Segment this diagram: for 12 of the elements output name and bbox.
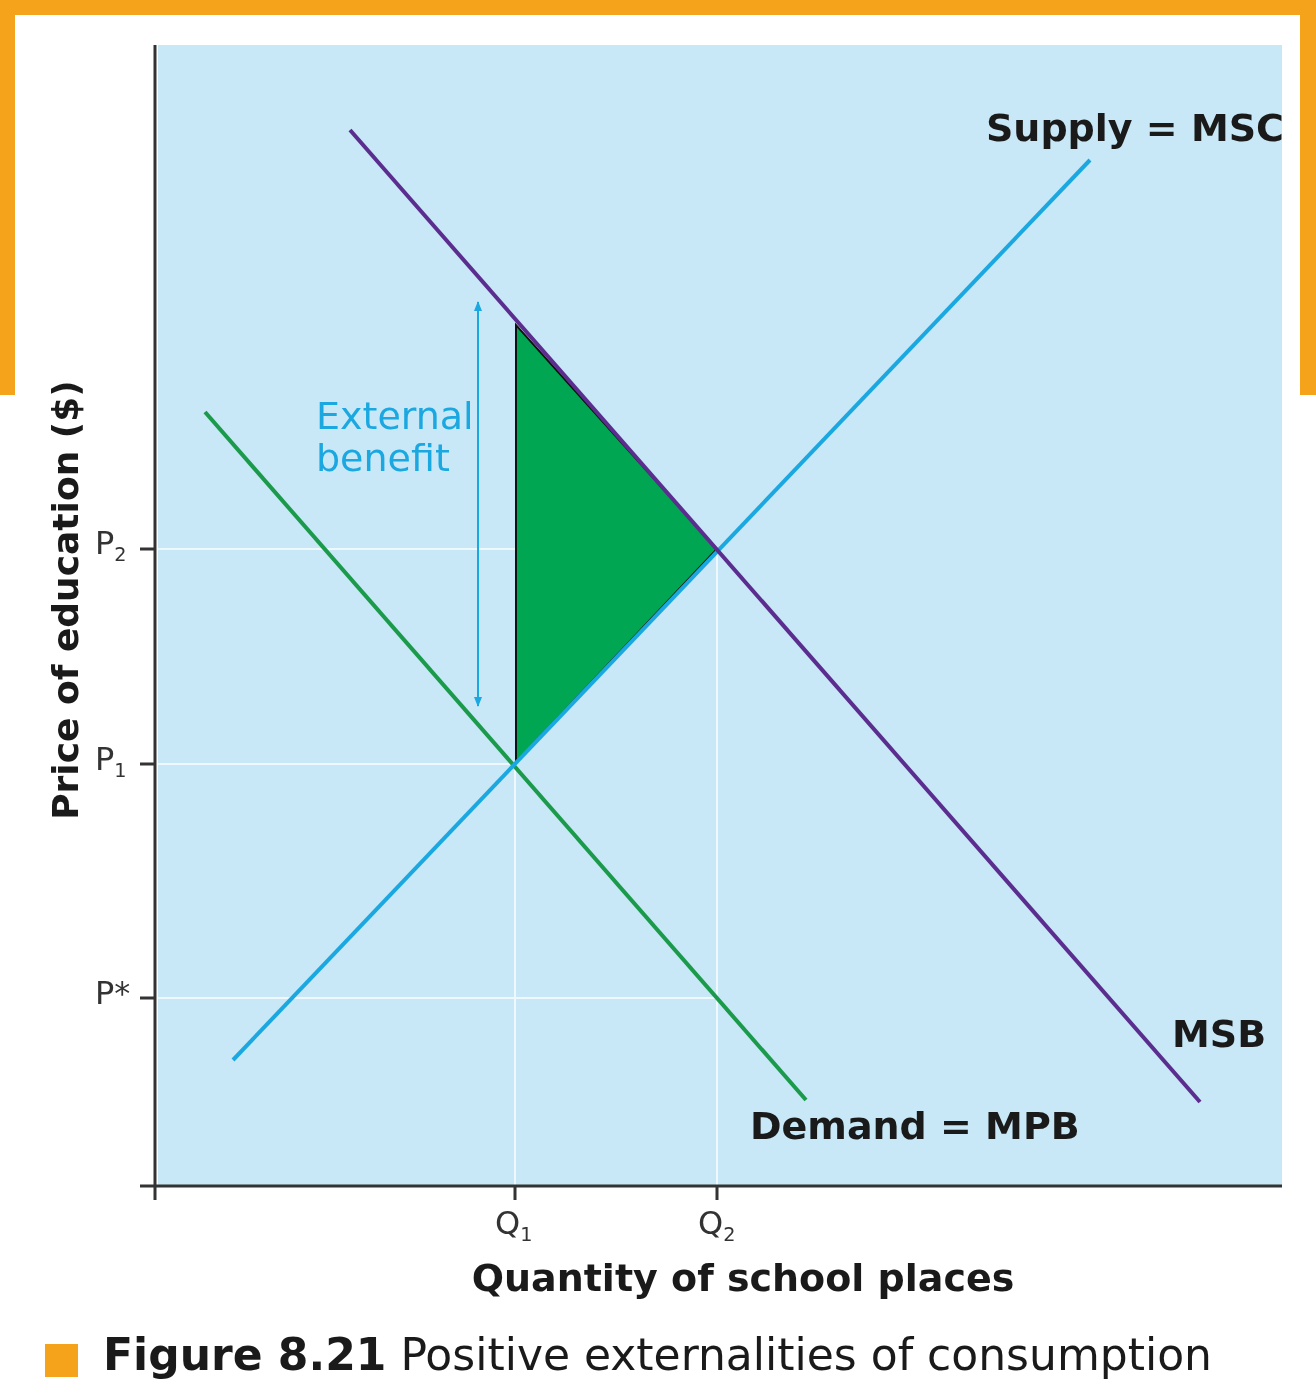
curve-label: Demand = MPB: [750, 1106, 1080, 1148]
tick-label: Q$_{1}$: [495, 1206, 533, 1246]
axis-title: Quantity of school places: [471, 1258, 1015, 1300]
axis-title: Price of education ($): [46, 380, 86, 820]
figure-caption: Figure 8.21 Positive externalities of consumption: [103, 1331, 1212, 1380]
tick-label: Q$_{2}$: [698, 1206, 736, 1246]
annotation-label: External benefit: [316, 396, 475, 480]
tick-label: P$_{1}$: [95, 742, 127, 782]
curve-label: Supply = MSC: [986, 108, 1284, 150]
tick-label: P$_{2}$: [95, 526, 127, 566]
tick-label: P*: [95, 976, 131, 1012]
curve-label: MSB: [1172, 1014, 1267, 1056]
